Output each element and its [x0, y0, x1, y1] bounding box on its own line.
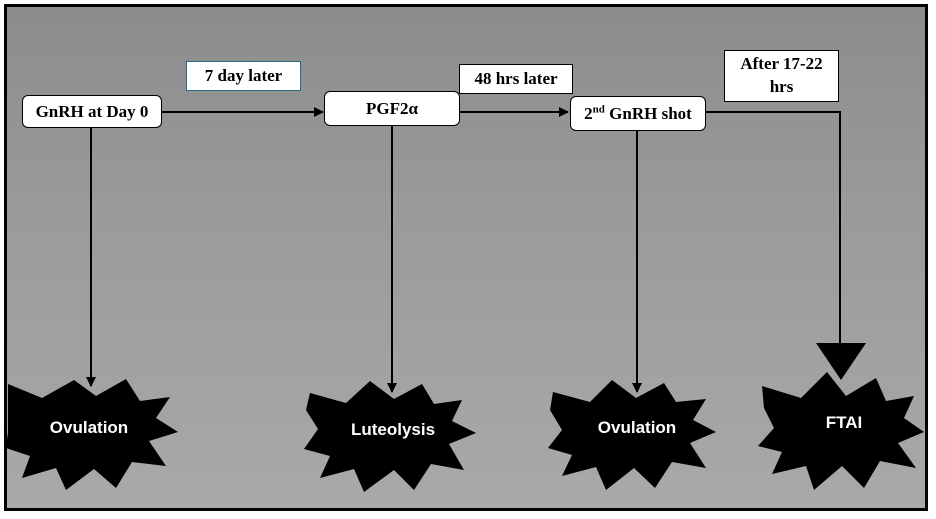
luteolysis-text: Luteolysis: [350, 420, 436, 439]
ovulation-1-text: Ovulation: [49, 418, 129, 437]
ftai-arrowhead: [816, 343, 866, 380]
luteolysis-burst: [304, 381, 476, 492]
line-second-gnrh-to-ftai: [706, 111, 841, 345]
second-gnrh-box: 2nd GnRH shot: [570, 96, 706, 131]
pgf2a-label: PGF2α: [366, 98, 418, 118]
second-gnrh-label: 2nd GnRH shot: [584, 102, 692, 123]
interval-seven-day: 7 day later: [186, 61, 301, 91]
ftai-burst: [758, 372, 924, 490]
pgf2a-box: PGF2α: [324, 91, 460, 126]
gnrh-day0-box: GnRH at Day 0: [22, 95, 162, 128]
interval-forty-eight-hrs: 48 hrs later: [459, 64, 573, 94]
ftai-text: FTAI: [825, 413, 863, 432]
ovulation-2-text: Ovulation: [597, 418, 677, 437]
ovulation-burst-2: [548, 380, 716, 490]
ovulation-burst-1: [6, 379, 178, 490]
interval-after-17-22-hrs: After 17-22 hrs: [724, 50, 839, 102]
gnrh-day0-label: GnRH at Day 0: [35, 101, 149, 121]
